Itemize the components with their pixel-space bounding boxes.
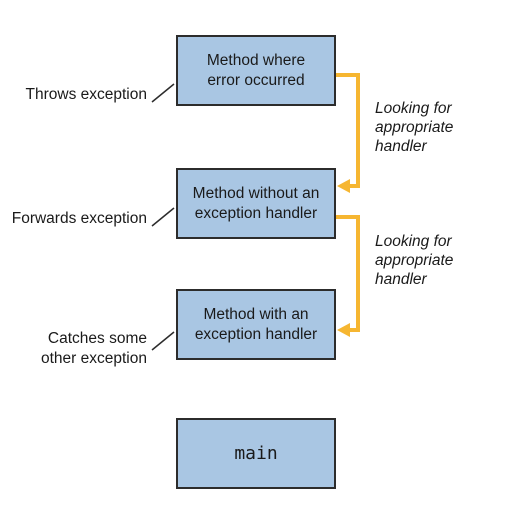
method-catcher-box: Method with an exception handler [176,289,336,360]
search-arrow-1-head [337,179,350,193]
handler-search-label-1: Looking for appropriate handler [375,100,454,155]
search-arrow-2-head [337,323,350,337]
method-error-box: Method where error occurred [176,35,336,106]
method-forwarder-box: Method without an exception handler [176,168,336,239]
main-box: main [176,418,336,489]
forwards-pointer [151,207,175,227]
throws-label: Throws exception [25,86,147,103]
catches-label: Catches some other exception [41,330,147,367]
search-arrow-2 [336,215,360,332]
forwards-label: Forwards exception [11,210,147,227]
catches-pointer [151,331,175,351]
throws-pointer [151,83,175,103]
handler-search-label-2: Looking for appropriate handler [375,233,454,288]
search-arrow-1 [336,73,360,188]
